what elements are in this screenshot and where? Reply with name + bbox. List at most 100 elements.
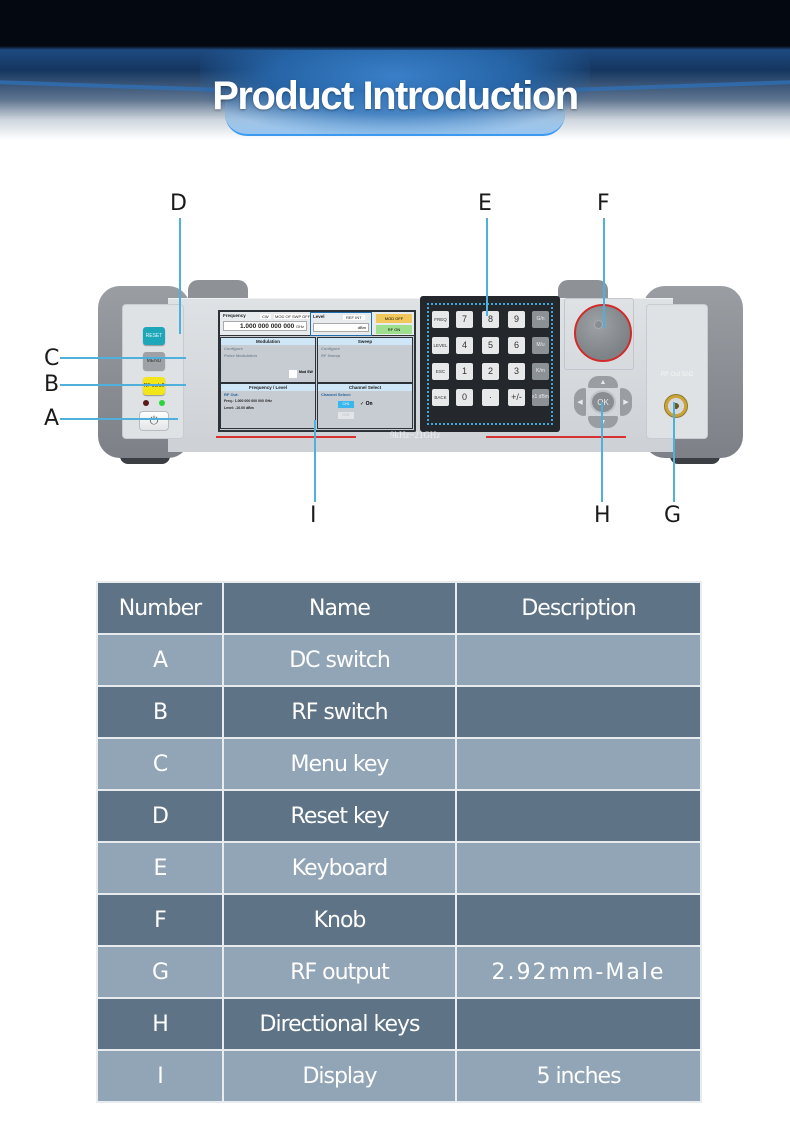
- status-led-green: [159, 400, 165, 406]
- rf-output-connector[interactable]: [664, 394, 688, 418]
- level-box: Level REF INT dBm: [310, 312, 372, 336]
- callout-line-f: [603, 218, 605, 328]
- right-arrow-button[interactable]: ▶: [620, 388, 632, 416]
- cell-name: DC switch: [222, 633, 457, 687]
- callout-line-i: [314, 420, 316, 502]
- callout-line-d: [179, 218, 181, 334]
- display-screen: Frequency CW MOD OFF SWP OFF 1.000 000 0…: [218, 310, 416, 432]
- ch1-button[interactable]: CH1: [338, 401, 354, 408]
- down-arrow-button[interactable]: ▼: [588, 416, 618, 428]
- key-8[interactable]: 8: [482, 311, 499, 328]
- channel-on-checkbox[interactable]: ✓ On: [360, 401, 373, 407]
- callout-h: H: [594, 503, 611, 528]
- mod-sw-checkbox[interactable]: [289, 370, 297, 378]
- frequency-level-title: Frequency / Level: [221, 384, 315, 391]
- key-g-n[interactable]: G/n: [532, 311, 549, 328]
- freq-tab[interactable]: MOD OFF: [274, 314, 295, 319]
- knob-dimple: [594, 320, 603, 329]
- key--[interactable]: ·: [482, 389, 499, 406]
- key-3[interactable]: 3: [508, 363, 525, 380]
- up-arrow-button[interactable]: ▲: [588, 376, 618, 388]
- sweep-title: Sweep: [318, 338, 412, 345]
- callout-g: G: [664, 503, 682, 528]
- sweep-item[interactable]: Configure: [321, 346, 340, 351]
- frequency-field[interactable]: 1.000 000 000 000 GHz: [223, 321, 307, 331]
- key-level[interactable]: LEVEL: [432, 337, 449, 354]
- key-7[interactable]: 7: [456, 311, 473, 328]
- freq-tab[interactable]: SWP OFF: [291, 314, 312, 319]
- banner-plate: [225, 92, 565, 136]
- key-2[interactable]: 2: [482, 363, 499, 380]
- rf-on-button[interactable]: RF ON: [376, 325, 412, 334]
- accent-line: [486, 436, 626, 438]
- modulation-title: Modulation: [221, 338, 315, 345]
- rf-out-label: RF Out:: [224, 392, 239, 397]
- channel-select-pane: Channel Select Channel Select: CH1 CH2 ✓…: [317, 383, 413, 429]
- callout-i: I: [310, 503, 317, 528]
- mod-off-button[interactable]: MOD OFF: [376, 314, 412, 323]
- callout-line-b: [60, 384, 186, 386]
- cell-name: Menu key: [222, 737, 457, 791]
- key-freq[interactable]: FREQ: [432, 311, 449, 328]
- callout-f: F: [597, 191, 610, 216]
- cell-name: Display: [222, 1049, 457, 1103]
- power-icon: ⏻: [149, 414, 159, 427]
- table-header-row: Number Name Description: [96, 581, 702, 635]
- freq-tab[interactable]: CW: [260, 314, 271, 319]
- menu-button[interactable]: MENU: [143, 352, 165, 370]
- key-m-u[interactable]: M/u: [532, 337, 549, 354]
- callout-line-g: [673, 402, 675, 502]
- cell-name: Reset key: [222, 789, 457, 843]
- key--[interactable]: +/-: [508, 389, 525, 406]
- level-tab[interactable]: REF INT: [343, 315, 365, 320]
- key-0[interactable]: 0: [456, 389, 473, 406]
- arrow-right-icon: ▶: [623, 399, 629, 406]
- reset-button[interactable]: RESET: [143, 327, 165, 345]
- callout-line-a: [60, 418, 178, 420]
- ch2-button[interactable]: CH2: [338, 412, 354, 419]
- cell-number: F: [96, 893, 224, 947]
- cell-description: [455, 685, 702, 739]
- cell-number: D: [96, 789, 224, 843]
- device-front-panel: RESET MENU RF on/off ⏻ Frequency CW MOD …: [98, 280, 743, 465]
- frequency-range-text: 9kHz~21GHz: [390, 430, 441, 440]
- key-back[interactable]: BACK: [432, 389, 449, 406]
- bumper-tab: [188, 280, 248, 302]
- modulation-item[interactable]: Pulse Modulation: [224, 353, 258, 358]
- key-k-m[interactable]: K/m: [532, 363, 549, 380]
- left-arrow-button[interactable]: ◀: [574, 388, 586, 416]
- rf-onoff-button[interactable]: RF on/off: [143, 377, 165, 395]
- rf-out-level: Level: -10.00 dBm: [224, 406, 254, 410]
- sweep-item[interactable]: RF Sweep: [321, 353, 341, 358]
- header-name: Name: [222, 581, 457, 635]
- cell-name: Keyboard: [222, 841, 457, 895]
- key-1[interactable]: 1: [456, 363, 473, 380]
- level-label: Level: [313, 314, 325, 319]
- modulation-item[interactable]: Configure: [224, 346, 243, 351]
- rf-out-label: RF Out 50Ω: [660, 372, 694, 378]
- ok-button[interactable]: OK: [590, 390, 616, 414]
- header-description: Description: [455, 581, 702, 635]
- screen-top-bar: Frequency CW MOD OFF SWP OFF 1.000 000 0…: [220, 312, 414, 336]
- channel-select-title: Channel Select: [318, 384, 412, 391]
- key-x1-dbm[interactable]: x1 dBm: [532, 389, 549, 406]
- rf-out-freq: Freq.: 1.000 000 000 000 GHz: [224, 399, 272, 403]
- cell-name: Directional keys: [222, 997, 457, 1051]
- key-5[interactable]: 5: [482, 337, 499, 354]
- key-9[interactable]: 9: [508, 311, 525, 328]
- key-4[interactable]: 4: [456, 337, 473, 354]
- key-6[interactable]: 6: [508, 337, 525, 354]
- cell-name: RF output: [222, 945, 457, 999]
- knob-panel: [564, 298, 634, 370]
- power-button[interactable]: ⏻: [139, 411, 169, 431]
- level-field[interactable]: dBm: [313, 323, 369, 332]
- channel-on-label: On: [365, 401, 373, 407]
- key-esc[interactable]: ESC: [432, 363, 449, 380]
- cell-description: [455, 893, 702, 947]
